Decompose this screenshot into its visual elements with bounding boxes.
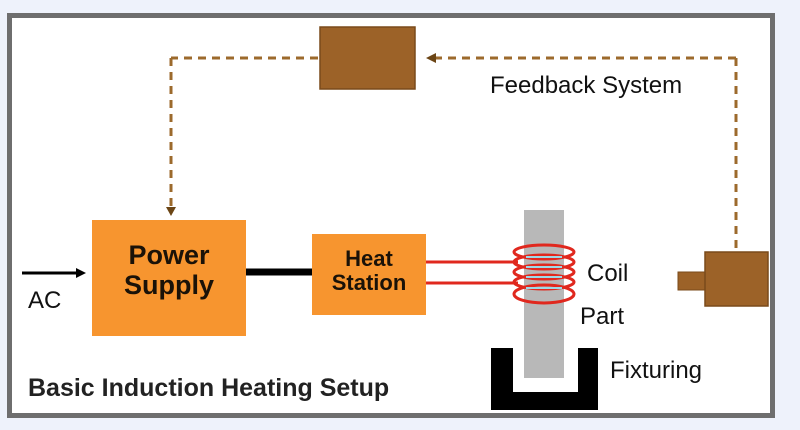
power-supply-label-line2: Supply bbox=[123, 269, 214, 300]
ac-label: AC bbox=[28, 287, 62, 314]
feedback-arrowhead-power bbox=[166, 207, 176, 216]
heat-station-label-line1: Heat bbox=[345, 246, 393, 271]
feedback-loop bbox=[169, 56, 738, 250]
part-bar bbox=[524, 210, 564, 378]
coil-label: Coil bbox=[587, 260, 629, 287]
coil-turn bbox=[512, 283, 576, 305]
feedback-label: Feedback System bbox=[490, 72, 683, 99]
ac-arrowhead bbox=[76, 268, 86, 278]
sensor-box bbox=[704, 251, 769, 307]
coil-highlight bbox=[526, 256, 562, 289]
power-supply-label: Power Supply bbox=[92, 240, 246, 300]
heat-station-label-line2: Station bbox=[331, 270, 407, 296]
fixturing-label: Fixturing bbox=[610, 357, 703, 384]
heat-station-box bbox=[312, 234, 426, 315]
controller-box bbox=[319, 26, 416, 90]
diagram-title: Basic Induction Heating Setup bbox=[28, 374, 390, 402]
part-label: Part bbox=[580, 303, 625, 330]
feedback-arrowhead-controller bbox=[426, 53, 436, 63]
power-supply-box bbox=[92, 220, 246, 336]
coil-turn bbox=[512, 243, 576, 261]
coil-turn bbox=[512, 253, 576, 271]
coil-turn bbox=[512, 263, 576, 281]
sensor-probe bbox=[677, 271, 709, 291]
coil bbox=[512, 243, 576, 305]
power-supply-label-line1: Power bbox=[128, 240, 210, 270]
heat-station-label: Heat Station bbox=[312, 246, 426, 296]
fixture bbox=[491, 348, 598, 410]
